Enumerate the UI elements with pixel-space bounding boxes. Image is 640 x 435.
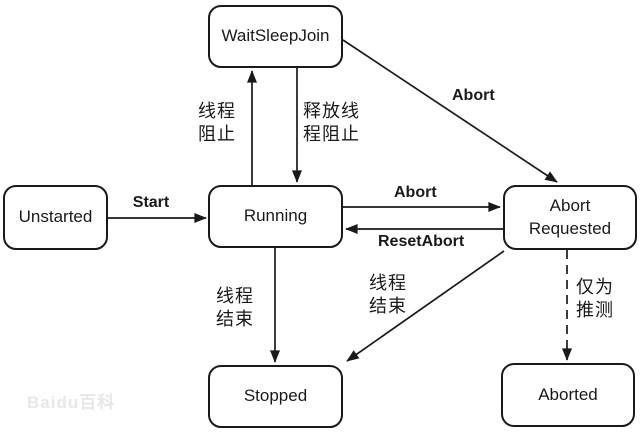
node-aborted: Aborted [501, 363, 635, 427]
edge-label-speculation-only: 仅为 推测 [576, 277, 614, 320]
node-running: Running [208, 185, 343, 248]
node-stopped: Stopped [208, 365, 343, 428]
baidu-baike-watermark: Baidu百科 [27, 393, 116, 412]
edge-label-abort-from-waitsleepjoin: Abort [452, 87, 495, 104]
edge-label-thread-block: 线程 阻止 [198, 101, 236, 144]
node-waitsleepjoin: WaitSleepJoin [208, 5, 343, 68]
edge-label-thread-end-right: 线程 结束 [369, 273, 407, 316]
arrow-abort-from-waitsleepjoin [342, 39, 558, 183]
edge-label-abort: Abort [394, 184, 437, 201]
edge-label-thread-end-left: 线程 结束 [216, 286, 254, 329]
edge-label-release-thread-block: 释放线 程阻止 [303, 101, 360, 144]
node-abort-requested: Abort Requested [503, 185, 637, 250]
edge-label-start: Start [132, 194, 170, 211]
arrow-thread-end-abort-requested [346, 250, 505, 362]
node-unstarted: Unstarted [3, 185, 108, 250]
edge-label-reset-abort: ResetAbort [378, 233, 465, 250]
